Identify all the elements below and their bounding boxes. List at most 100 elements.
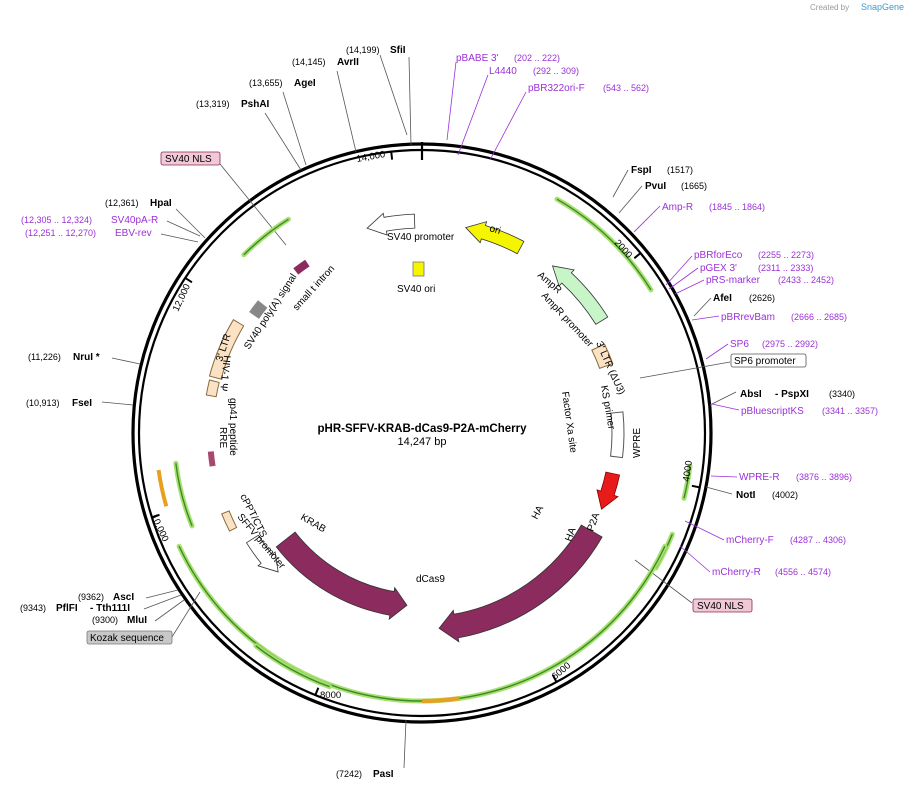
credit-text: Created by [810, 3, 849, 12]
primer-prs-marker[interactable]: pRS-marker [706, 275, 761, 286]
feature-wpre-box [610, 411, 625, 459]
leader-pvui [618, 185, 643, 214]
leader-afei [693, 297, 712, 317]
leader-sv40-nls-top [219, 163, 287, 246]
primer-range-mcherry-r: (4556 .. 4574) [775, 567, 831, 577]
site-agei[interactable]: AgeI [294, 78, 316, 89]
primer-mcherry-f[interactable]: mCherry-F [726, 535, 774, 546]
site-pos-noti: (4002) [772, 490, 798, 500]
primer-amp-r[interactable]: Amp-R [662, 202, 693, 213]
site-avrii[interactable]: AvrII [337, 57, 359, 68]
primer-pbrrevbam[interactable]: pBRrevBam [721, 312, 775, 323]
primer-l4440[interactable]: L4440 [489, 66, 517, 77]
feature-hiv1[interactable]: HIV-1 Ψ [217, 355, 232, 392]
site-asci[interactable]: AscI [113, 592, 134, 603]
sv40-nls-top-label: SV40 NLS [165, 154, 212, 165]
site-afei[interactable]: AfeI [713, 293, 732, 304]
primer-range-amp-r: (1845 .. 1864) [709, 202, 765, 212]
site-pos-pflfi: (9343) [20, 603, 46, 613]
primer-range-pbrrevbam: (2666 .. 2685) [791, 312, 847, 322]
site-fspi[interactable]: FspI [631, 165, 652, 176]
site-pos-afei: (2626) [749, 293, 775, 303]
site-pos-mlui: (9300) [92, 615, 118, 625]
leader-pflfi [143, 594, 182, 610]
feature-wpre[interactable]: WPRE [632, 428, 643, 458]
feature-cas9[interactable]: Cas9 [418, 645, 442, 656]
feature-small-t-box [293, 259, 310, 275]
site-pos-nrui: (11,226) [28, 352, 61, 362]
ruler-tick-4000 [691, 484, 700, 489]
feature-dcas9[interactable]: dCas9 [416, 574, 445, 585]
leader-pbrrevbam [691, 315, 720, 321]
snapgene-brand: SnapGene [861, 2, 904, 12]
feature-dcas9-arrow [438, 524, 603, 643]
site-pos-fspi: (1517) [667, 165, 693, 175]
sv40-nls-top-box[interactable] [160, 151, 221, 166]
feature-mcherry-arrow [596, 471, 621, 510]
leader-pasi [403, 719, 407, 769]
glow-arc-6 [241, 216, 291, 258]
site-hpai[interactable]: HpaI [150, 198, 172, 209]
site-absi[interactable]: AbsI [740, 389, 762, 400]
feature-ha2[interactable]: HA [563, 526, 578, 543]
kozak-box[interactable] [86, 630, 173, 645]
leader-ebv-rev [160, 233, 199, 243]
feature-mcherry[interactable]: mCherry [616, 491, 637, 531]
feature-rre[interactable]: RRE [217, 427, 228, 448]
site-mlui[interactable]: MluI [127, 615, 147, 626]
leader-wpre-r [710, 475, 738, 478]
ruler-tick-12000 [184, 277, 193, 284]
feature-p2a[interactable]: P2A [585, 511, 602, 533]
site-pvui[interactable]: PvuI [645, 181, 666, 192]
site-pspxi[interactable]: - PspXI [775, 389, 809, 400]
primer-range-l4440: (292 .. 309) [533, 66, 579, 76]
feature-sv40-ori[interactable]: SV40 ori [397, 284, 435, 295]
primer-range-pgex3: (2311 .. 2333) [758, 263, 813, 273]
leader-asci [145, 589, 179, 599]
site-pos-pvui: (1665) [681, 181, 707, 191]
primer-sp6[interactable]: SP6 [730, 339, 749, 350]
site-nrui[interactable]: NruI * [73, 352, 100, 363]
site-fsei[interactable]: FseI [72, 398, 92, 409]
site-noti[interactable]: NotI [736, 490, 756, 501]
feature-gp41[interactable]: gp41 peptide [227, 398, 238, 456]
primer-ebv-rev[interactable]: EBV-rev [115, 228, 152, 239]
site-sfii[interactable]: SfiI [390, 45, 406, 56]
feature-sv40-promoter-arrow [366, 212, 416, 236]
site-pflfi[interactable]: PflFI [56, 603, 78, 614]
plasmid-name: pHR-SFFV-KRAB-dCas9-P2A-mCherry [318, 423, 528, 435]
leader-mcherry-f [684, 520, 725, 541]
sv40-nls-bottom-label: SV40 NLS [697, 601, 744, 612]
leader-sv40pa-r [166, 220, 201, 237]
sv40-nls-bottom-box[interactable] [692, 598, 753, 613]
ruler-tick-14000 [390, 151, 394, 160]
leader-sp6-promoter [639, 361, 731, 379]
sp6-promoter-label: SP6 promoter [734, 356, 796, 367]
feature-sv40-promoter[interactable]: SV40 promoter [387, 232, 455, 243]
primer-sv40pa-r[interactable]: SV40pA-R [111, 215, 158, 226]
feature-ha1[interactable]: HA [530, 504, 546, 522]
feature-ks-primer[interactable]: KS primer [598, 385, 617, 431]
primer-mcherry-r[interactable]: mCherry-R [712, 567, 761, 578]
site-pasi[interactable]: PasI [373, 769, 394, 780]
primer-pbabe3[interactable]: pBABE 3' [456, 53, 499, 64]
feature-hiv1-box [205, 379, 220, 398]
primer-pbrforeco[interactable]: pBRforEco [694, 250, 743, 261]
primer-pgex3[interactable]: pGEX 3' [700, 263, 737, 274]
site-pos-pshai: (13,319) [196, 99, 230, 109]
site-pos-sfii: (14,199) [346, 45, 380, 55]
primer-pbr322ori-f[interactable]: pBR322ori-F [528, 83, 585, 94]
leader-mlui [154, 599, 185, 622]
feature-ori-label[interactable]: ori [488, 223, 502, 237]
feature-krab[interactable]: KRAB [299, 512, 328, 535]
site-tth111i[interactable]: - Tth111I [90, 603, 130, 614]
site-pshai[interactable]: PshAI [241, 99, 270, 110]
ruler [151, 142, 700, 696]
feature-sffv-arrow [245, 534, 279, 573]
primer-wpre-r[interactable]: WPRE-R [739, 472, 780, 483]
sp6-promoter-box[interactable] [730, 353, 807, 368]
primer-pbluescriptks[interactable]: pBluescriptKS [741, 406, 804, 417]
feature-factor-xa[interactable]: Factor Xa site [559, 391, 579, 454]
feature-ampr-arrow [551, 265, 609, 325]
glow-arc-3 [176, 543, 668, 704]
